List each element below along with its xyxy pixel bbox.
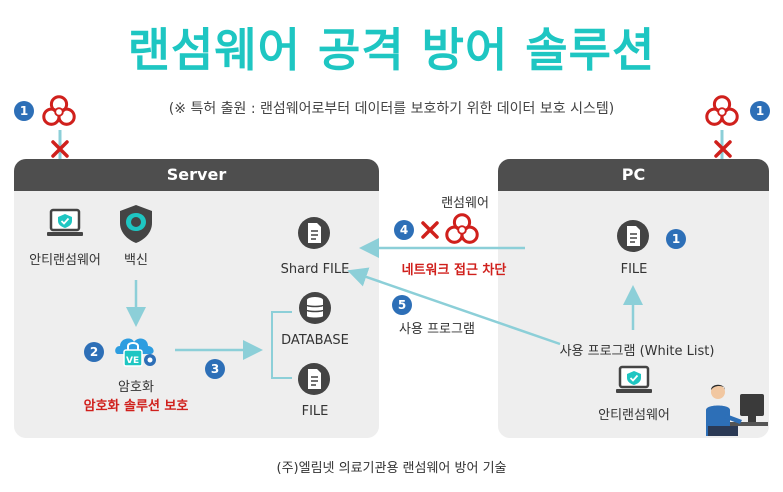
network-block-label: 네트워크 접근 차단 bbox=[401, 263, 507, 278]
step-badge-network-block: 4 bbox=[394, 220, 414, 240]
biohazard-icon bbox=[42, 95, 76, 126]
user-at-computer-icon bbox=[706, 384, 768, 436]
database-icon bbox=[299, 292, 331, 324]
patent-subtitle: (※ 특허 출원 : 랜섬웨어로부터 데이터를 보호하기 위한 데이터 보호 시… bbox=[168, 101, 615, 117]
vaccine-label: 백신 bbox=[124, 253, 148, 268]
page-title: 랜섬웨어 공격 방어 솔루션 bbox=[127, 23, 656, 77]
step-badge-left: 1 bbox=[14, 101, 34, 121]
biohazard-icon bbox=[445, 213, 479, 244]
block-x-icon bbox=[421, 221, 439, 239]
pc-file-label: FILE bbox=[620, 262, 648, 277]
vaccine-shield-icon bbox=[120, 205, 152, 243]
encryption-icon: VE bbox=[115, 338, 156, 367]
file-icon bbox=[617, 220, 649, 252]
laptop-shield-icon bbox=[47, 208, 83, 236]
laptop-shield-icon bbox=[616, 365, 652, 393]
step-badge-pc-file: 1 bbox=[666, 229, 686, 249]
pc-program-label: 사용 프로그램 (White List) bbox=[559, 344, 715, 359]
block-x-icon bbox=[714, 140, 732, 158]
file-icon bbox=[298, 217, 330, 249]
server-file-label: FILE bbox=[301, 404, 329, 419]
ransomware-label: 랜섬웨어 bbox=[441, 196, 489, 211]
encryption-label: 암호화 bbox=[118, 380, 154, 395]
step-badge-use-program: 5 bbox=[392, 295, 412, 315]
biohazard-icon bbox=[705, 95, 739, 126]
use-program-label: 사용 프로그램 bbox=[399, 322, 475, 337]
svg-text:VE: VE bbox=[126, 356, 139, 366]
encryption-solution-label: 암호화 솔루션 보호 bbox=[83, 399, 189, 414]
server-header: Server bbox=[14, 159, 379, 191]
storage-bracket bbox=[271, 311, 292, 379]
footer-caption: (주)엘림넷 의료기관용 랜섬웨어 방어 기술 bbox=[276, 461, 507, 476]
step-badge-encryption: 2 bbox=[84, 342, 104, 362]
use-program-arrow bbox=[347, 267, 561, 346]
file-icon bbox=[298, 363, 330, 395]
shard-file-label: Shard FILE bbox=[280, 262, 350, 277]
server-anti-ransomware-label: 안티랜섬웨어 bbox=[29, 253, 101, 268]
step-badge-right: 1 bbox=[750, 101, 770, 121]
pc-anti-ransomware-label: 안티랜섬웨어 bbox=[598, 408, 670, 423]
database-label: DATABASE bbox=[281, 333, 349, 348]
step-badge-storage: 3 bbox=[205, 359, 225, 379]
pc-header: PC bbox=[498, 159, 769, 191]
block-x-icon bbox=[51, 140, 69, 158]
